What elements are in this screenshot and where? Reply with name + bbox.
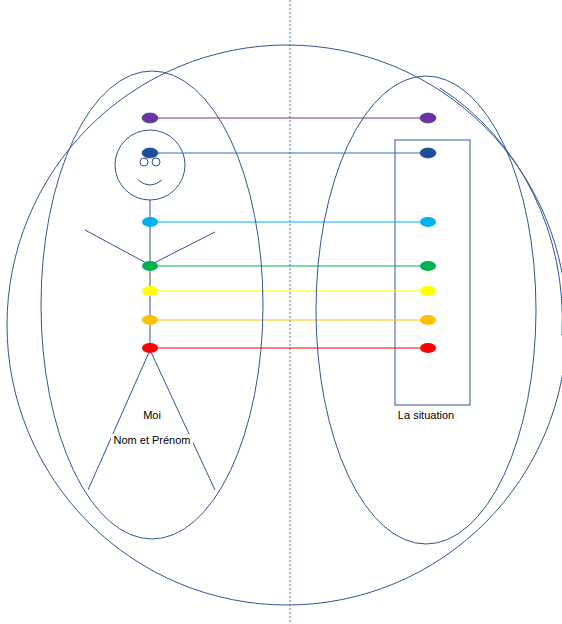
link-line: [150, 347, 428, 348]
chakra-lines: [150, 118, 428, 348]
chakra-dots: [142, 113, 436, 353]
divider-line: [290, 0, 291, 624]
ellipse-node: La situation: [315, 75, 537, 545]
dot: [142, 343, 158, 353]
dot: [420, 217, 436, 227]
situation-rect: [395, 140, 470, 405]
dot: [420, 148, 436, 158]
eye: [152, 158, 160, 166]
dot: [420, 315, 436, 325]
ellipse-outline: [40, 70, 264, 540]
outer-arc: [440, 88, 562, 335]
ellipse-outline: [315, 75, 537, 545]
link-line: [150, 290, 428, 291]
ellipse-shape: [41, 71, 263, 539]
arms: [85, 230, 215, 265]
smile: [138, 180, 162, 185]
link-line: [150, 221, 428, 222]
stick-figure: [85, 130, 215, 490]
dot: [142, 217, 158, 227]
dot: [142, 315, 158, 325]
link-line: [150, 265, 428, 266]
dot: [420, 286, 436, 296]
link-line: [150, 117, 428, 118]
dot: [142, 113, 158, 123]
text-row: Nom et Prénom: [40, 430, 264, 448]
dot: [142, 148, 158, 158]
link-line: [150, 152, 428, 153]
eye: [140, 158, 148, 166]
node-label: La situation: [396, 409, 456, 422]
dot: [420, 261, 436, 271]
dot: [142, 286, 158, 296]
dot: [420, 343, 436, 353]
ellipse-shape: [316, 76, 536, 544]
node-label: Nom et Prénom: [111, 434, 192, 447]
head: [115, 130, 185, 200]
node-label: Moi: [141, 409, 163, 422]
outer-circle: [7, 45, 562, 605]
text-row: La situation: [315, 405, 537, 423]
dot: [420, 113, 436, 123]
text-row: Moi: [40, 405, 264, 423]
link-line: [150, 319, 428, 320]
ellipse-node: MoiNom et Prénom: [40, 70, 264, 540]
dot: [142, 261, 158, 271]
